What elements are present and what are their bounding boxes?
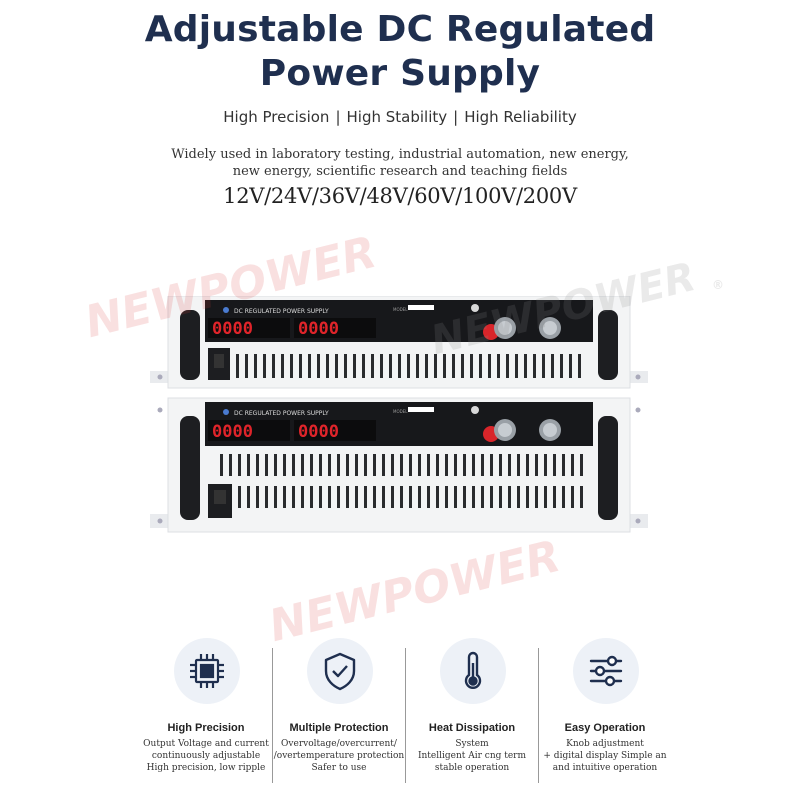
feature-description-line: Overvoltage/overcurrent/ — [281, 739, 397, 749]
feature-title: Heat Dissipation — [428, 722, 516, 734]
feature-description: Overvoltage/overcurrent/ /overtemperatur… — [273, 738, 405, 774]
page-title: Adjustable DC Regulated Power Supply — [0, 8, 800, 96]
description-line-2: new energy, scientific research and teac… — [232, 164, 568, 179]
feature-title: High Precision — [167, 722, 245, 734]
tagline-separator: | — [335, 108, 341, 126]
feature-description-line: Knob adjustment — [566, 739, 644, 749]
panel-label: DC REGULATED POWER SUPPLY — [234, 308, 329, 315]
watermark-logo: NEWPOWER — [264, 530, 566, 653]
voltage-display: 0000 — [212, 319, 253, 339]
title-line-2: Power Supply — [259, 53, 541, 94]
tagline-reliability: High Reliability — [464, 108, 577, 126]
feature-description-line: Output Voltage and current — [143, 739, 269, 749]
shield-check-icon — [324, 652, 356, 691]
power-supply-unit-bottom: DC REGULATED POWER SUPPLY 0000 0000 MODE… — [150, 397, 648, 533]
feature-description-line: and intuitive operation — [552, 763, 658, 773]
description: Widely used in laboratory testing, indus… — [0, 146, 800, 180]
feature-list: High Precision Output Voltage and curren… — [140, 638, 670, 798]
thermometer-icon — [464, 651, 482, 689]
feature-description: Knob adjustment + digital display Simple… — [539, 738, 671, 774]
feature-icon-bg — [174, 638, 240, 704]
title-line-1: Adjustable DC Regulated — [144, 9, 656, 50]
feature-description-line: Intelligent Air cng term — [417, 751, 527, 761]
feature-icon-bg — [573, 638, 639, 704]
current-display: 0000 — [298, 319, 339, 339]
feature-description: Output Voltage and current continuously … — [140, 738, 272, 774]
feature-icon-bg — [307, 638, 373, 704]
feature-description-line: continuously adjustable — [151, 751, 261, 761]
tagline-separator: | — [453, 108, 459, 126]
description-line-1: Widely used in laboratory testing, indus… — [171, 147, 629, 162]
feature-description: System Intelligent Air cng term stable o… — [406, 738, 538, 774]
tagline: High Precision | High Stability | High Relia… — [0, 108, 800, 126]
panel-label: DC REGULATED POWER SUPPLY — [234, 410, 329, 417]
feature-title: Multiple Protection — [289, 722, 389, 734]
feature-description-line: High precision, low ripple — [146, 763, 266, 773]
sliders-icon — [589, 655, 623, 687]
feature-description-line: Safer to use — [311, 763, 367, 773]
tagline-precision: High Precision — [223, 108, 330, 126]
feature-divider — [538, 648, 539, 783]
model-label: MODEL — [393, 409, 408, 414]
feature-divider — [405, 648, 406, 783]
watermark-registered-mark: ® — [712, 278, 724, 292]
model-label: MODEL — [393, 307, 408, 312]
feature-divider — [272, 648, 273, 783]
feature-icon-bg — [440, 638, 506, 704]
feature-description-line: System — [455, 739, 489, 749]
chip-icon — [190, 654, 224, 688]
voltage-display: 0000 — [212, 422, 253, 442]
feature-description-line: + digital display Simple an — [543, 751, 667, 761]
feature-title: Easy Operation — [564, 722, 646, 734]
power-supply-unit-top: DC REGULATED POWER SUPPLY 0000 0000 MODE… — [150, 296, 648, 389]
current-display: 0000 — [298, 422, 339, 442]
tagline-stability: High Stability — [346, 108, 448, 126]
feature-description-line: /overtemperature protection — [273, 751, 405, 761]
voltage-options: 12V/24V/36V/48V/60V/100V/200V — [223, 184, 577, 208]
feature-description-line: stable operation — [434, 763, 510, 773]
